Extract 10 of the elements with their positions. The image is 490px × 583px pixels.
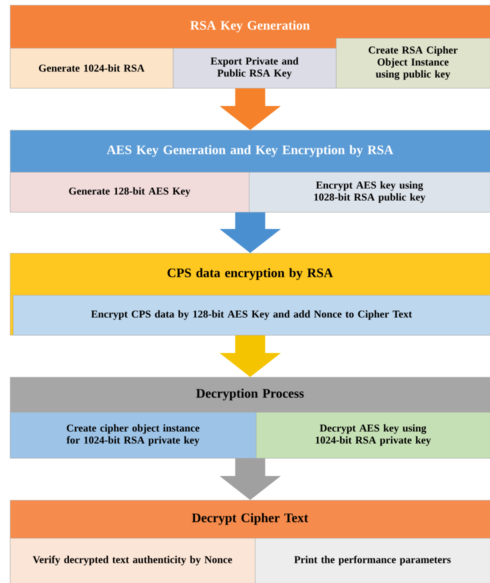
step-box: Generate 128-bit AES Key [10, 172, 250, 212]
step-box: Generate 1024-bit RSA [10, 48, 174, 88]
step-box: Verify decrypted text authenticity by Nonce [10, 538, 256, 583]
step-box: Print the performance parameters [255, 538, 490, 583]
step-box: Encrypt CPS data by 128-bit AES Key and add Nonce to Cipher Text [13, 295, 490, 336]
step-box: Decrypt AES key using 1024-bit RSA private key [256, 412, 490, 458]
step-box: Export Private and Public RSA Key [173, 48, 336, 88]
step-box: Create RSA Cipher Object Instance using public key [336, 38, 490, 88]
step-box: Encrypt AES key using 1028-bit RSA public key [249, 172, 490, 212]
step-box: Create cipher object instance for 1024-bit RSA private key [10, 412, 256, 458]
